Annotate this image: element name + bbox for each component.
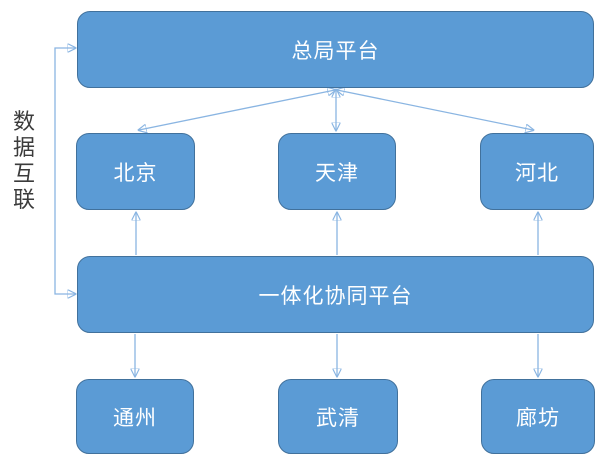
node-label: 武清 (316, 405, 360, 430)
node-label: 北京 (113, 160, 158, 185)
node-zongju-platform: 总局平台 (77, 11, 594, 88)
node-label: 通州 (113, 405, 157, 430)
node-langfang: 廊坊 (481, 379, 595, 454)
node-label: 廊坊 (516, 405, 560, 430)
node-label: 天津 (315, 160, 359, 185)
node-label: 一体化协同平台 (258, 283, 413, 308)
node-tianjin: 天津 (278, 133, 396, 210)
node-label: 总局平台 (291, 38, 380, 63)
connector-bracket-data-interlink (54, 48, 75, 294)
connector-zongju-hebei (337, 90, 533, 130)
node-beijing: 北京 (76, 133, 195, 210)
node-tongzhou: 通州 (76, 379, 194, 454)
side-label-data-interlink: 数据互联 (12, 110, 35, 213)
node-wuqing: 武清 (278, 379, 398, 454)
node-label: 河北 (515, 160, 559, 185)
node-hebei: 河北 (480, 133, 594, 210)
node-integration-platform: 一体化协同平台 (77, 256, 594, 333)
connector-zongju-beijing (139, 90, 335, 130)
